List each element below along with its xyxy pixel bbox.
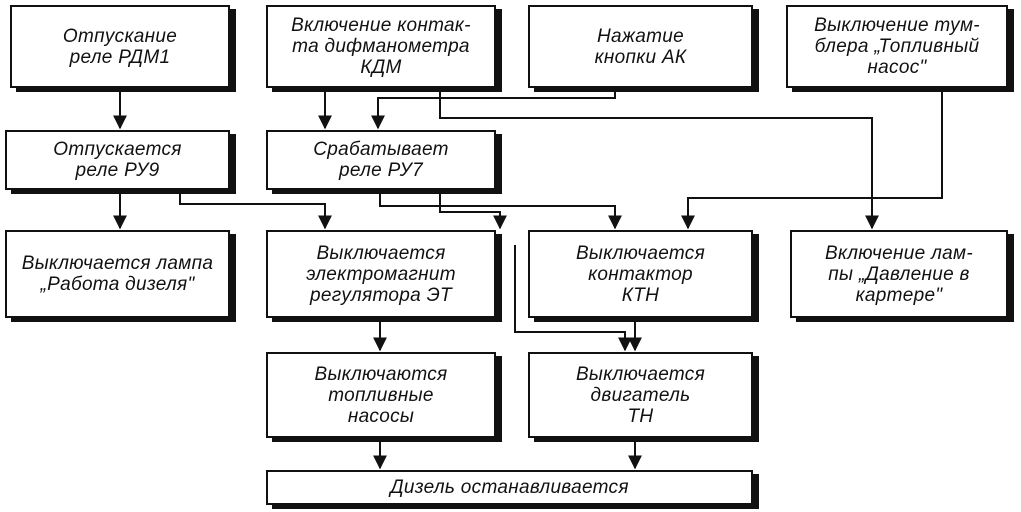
node-ak: Нажатие кнопки АК	[528, 5, 753, 88]
node-stop: Дизель останавливается	[266, 470, 753, 505]
edge-tumbler-ktn	[681, 88, 943, 230]
node-lamp-pressure: Включение лам- пы „Давление в картере"	[790, 230, 1008, 318]
edge-ak-ru7	[371, 88, 616, 130]
node-tumbler: Выключение тум- блера „Топливный насос"	[786, 5, 1008, 88]
node-ru7-label: Срабатывает реле РУ7	[313, 139, 449, 181]
edge-ru7-et	[439, 190, 507, 230]
node-rdm1-label: Отпускание реле РДМ1	[62, 25, 178, 68]
node-et-label: Выключается электромагнит регулятора ЭТ	[306, 242, 456, 306]
node-lamp-work-label: Выключается лампа „Работа дизеля"	[21, 253, 214, 295]
node-tumbler-label: Выключение тум- блера „Топливный насос"	[814, 15, 980, 78]
edge-ru9-et	[179, 190, 332, 230]
node-pumps-label: Выключаются топливные насосы	[314, 363, 448, 427]
node-ak-label: Нажатие кнопки АК	[594, 25, 687, 68]
node-rdm1: Отпускание реле РДМ1	[10, 5, 230, 88]
node-stop-label: Дизель останавливается	[390, 477, 629, 498]
node-kdm-label: Включение контак- та дифманометра КДМ	[291, 15, 471, 78]
node-ru9: Отпускается реле РУ9	[5, 130, 230, 190]
edge-side-tn	[514, 245, 632, 352]
edge-kdm-lamp-pressure	[439, 88, 879, 230]
node-tn: Выключается двигатель ТН	[528, 352, 753, 438]
node-ru7: Срабатывает реле РУ7	[266, 130, 496, 190]
edge-ru7-ktn	[379, 190, 622, 230]
node-ru9-label: Отпускается реле РУ9	[53, 139, 182, 181]
node-kdm: Включение контак- та дифманометра КДМ	[266, 5, 496, 88]
node-ktn-label: Выключается контактор КТН	[575, 242, 706, 306]
node-pumps: Выключаются топливные насосы	[266, 352, 496, 438]
node-ktn: Выключается контактор КТН	[528, 230, 753, 318]
node-et: Выключается электромагнит регулятора ЭТ	[266, 230, 496, 318]
node-lamp-work: Выключается лампа „Работа дизеля"	[5, 230, 230, 318]
node-tn-label: Выключается двигатель ТН	[575, 363, 706, 427]
node-lamp-pressure-label: Включение лам- пы „Давление в картере"	[825, 242, 973, 306]
